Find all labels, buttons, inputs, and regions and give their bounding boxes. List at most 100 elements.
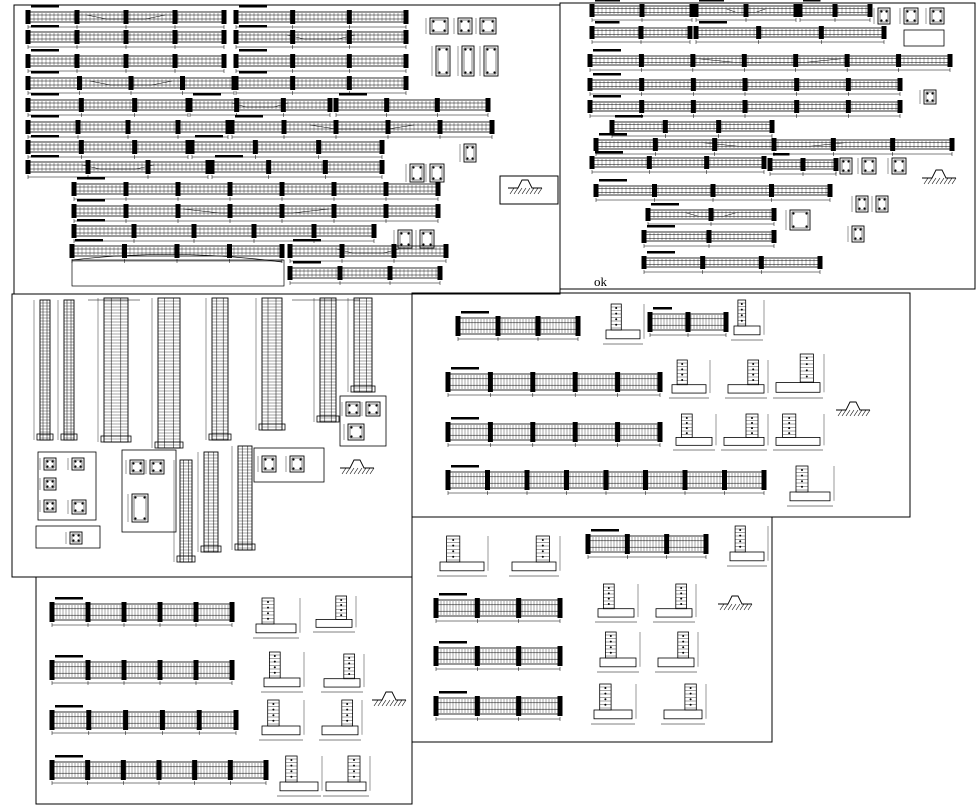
support-column	[157, 660, 163, 680]
support-column	[205, 160, 211, 174]
footing-details	[253, 299, 835, 797]
support-column	[196, 710, 202, 730]
column-base	[176, 555, 196, 563]
support-column	[690, 100, 696, 113]
footing-rebar-dot	[685, 422, 688, 425]
rebar-dot	[350, 435, 353, 438]
footing-rebar-dot	[689, 703, 692, 706]
support-column	[175, 120, 181, 134]
support-column	[443, 244, 449, 258]
section-stirrup	[879, 9, 889, 23]
rebar-dot	[159, 469, 162, 472]
column-section-panel	[253, 447, 325, 483]
rebar-dot	[913, 19, 916, 22]
support-column	[455, 316, 461, 336]
footing-rebar-dot	[609, 640, 612, 643]
rebar-dot	[805, 225, 808, 228]
support-column	[290, 54, 296, 68]
support-column	[227, 182, 233, 196]
support-column	[641, 256, 647, 269]
beam-elevation	[587, 73, 903, 96]
beam-outline	[191, 141, 383, 153]
footing-base	[263, 677, 301, 688]
footing-detail	[323, 755, 371, 797]
support-column	[287, 244, 293, 258]
rebar-dot	[81, 509, 84, 512]
rebar-dot	[491, 29, 494, 32]
footing-base	[671, 384, 707, 394]
footing-detail	[277, 755, 323, 797]
column-elevation	[255, 297, 286, 431]
beam-cross-section	[785, 209, 811, 231]
column-base	[100, 435, 132, 443]
beam-title-mark	[593, 95, 621, 98]
footing-detail	[591, 683, 637, 725]
footing-rebar-dot	[340, 614, 343, 617]
support-column	[327, 98, 333, 112]
beam-outline	[335, 99, 489, 111]
rebar-dot	[842, 160, 845, 163]
bent-rebar	[697, 58, 843, 63]
footing-detail	[595, 583, 639, 623]
support-column	[229, 602, 235, 622]
beam-elevation	[693, 21, 887, 44]
beam-outline	[611, 121, 773, 132]
support-column	[174, 244, 180, 258]
support-column	[180, 76, 185, 90]
footing-rebar-dot	[353, 775, 355, 778]
beam-title-mark	[31, 115, 59, 118]
footing-rebar-dot	[452, 544, 455, 547]
beam-title-mark	[599, 133, 627, 136]
support-column	[643, 470, 648, 490]
footing-rebar-dot	[615, 307, 618, 309]
support-column	[646, 156, 652, 169]
rebar-dot	[292, 467, 295, 470]
support-column	[758, 256, 764, 269]
support-column	[742, 100, 748, 113]
support-column	[771, 230, 777, 243]
footing-detail	[787, 465, 835, 507]
footing-rebar-dot	[348, 667, 351, 670]
footing-rebar-dot	[604, 687, 607, 689]
section-outline	[71, 457, 85, 471]
beam-cross-section	[361, 401, 381, 417]
beam-cross-section	[393, 229, 413, 249]
beam-title-mark	[239, 5, 267, 8]
footing-rebar-dot	[267, 617, 269, 620]
beam-elevation	[233, 25, 409, 49]
support-column	[233, 30, 239, 44]
beam-cross-section	[125, 459, 145, 475]
column-base	[350, 385, 376, 393]
footing-detail	[655, 631, 699, 673]
rebar-dot	[368, 411, 371, 414]
support-column	[485, 98, 491, 112]
cross-sections	[35, 7, 945, 549]
ground-hatch	[377, 699, 383, 707]
beam-elevation	[49, 705, 239, 735]
footing-rebar-dot	[751, 417, 753, 419]
support-column	[487, 372, 493, 392]
support-column	[797, 4, 803, 17]
beam-cross-section	[851, 195, 869, 213]
beam-elevation	[587, 49, 953, 72]
beam-elevation	[589, 151, 767, 174]
support-column	[516, 646, 522, 666]
support-column	[645, 208, 651, 221]
rebar-dot	[81, 502, 84, 505]
footing-rebar-dot	[739, 540, 742, 543]
support-column	[383, 204, 389, 218]
support-column	[487, 422, 493, 442]
footing-base	[723, 436, 765, 446]
support-column	[123, 30, 129, 44]
beam-title-mark	[593, 49, 621, 52]
footing-base	[279, 781, 319, 792]
beam-title-mark	[647, 251, 675, 254]
beam-elevation	[209, 155, 385, 179]
rebar-dot	[429, 243, 432, 246]
footing-rebar-dot	[267, 601, 269, 603]
footing-rebar-dot	[751, 422, 753, 425]
ground-hatch	[529, 187, 535, 195]
support-column	[77, 76, 82, 90]
rebar-dot	[792, 225, 795, 228]
ground-outline	[340, 459, 374, 469]
